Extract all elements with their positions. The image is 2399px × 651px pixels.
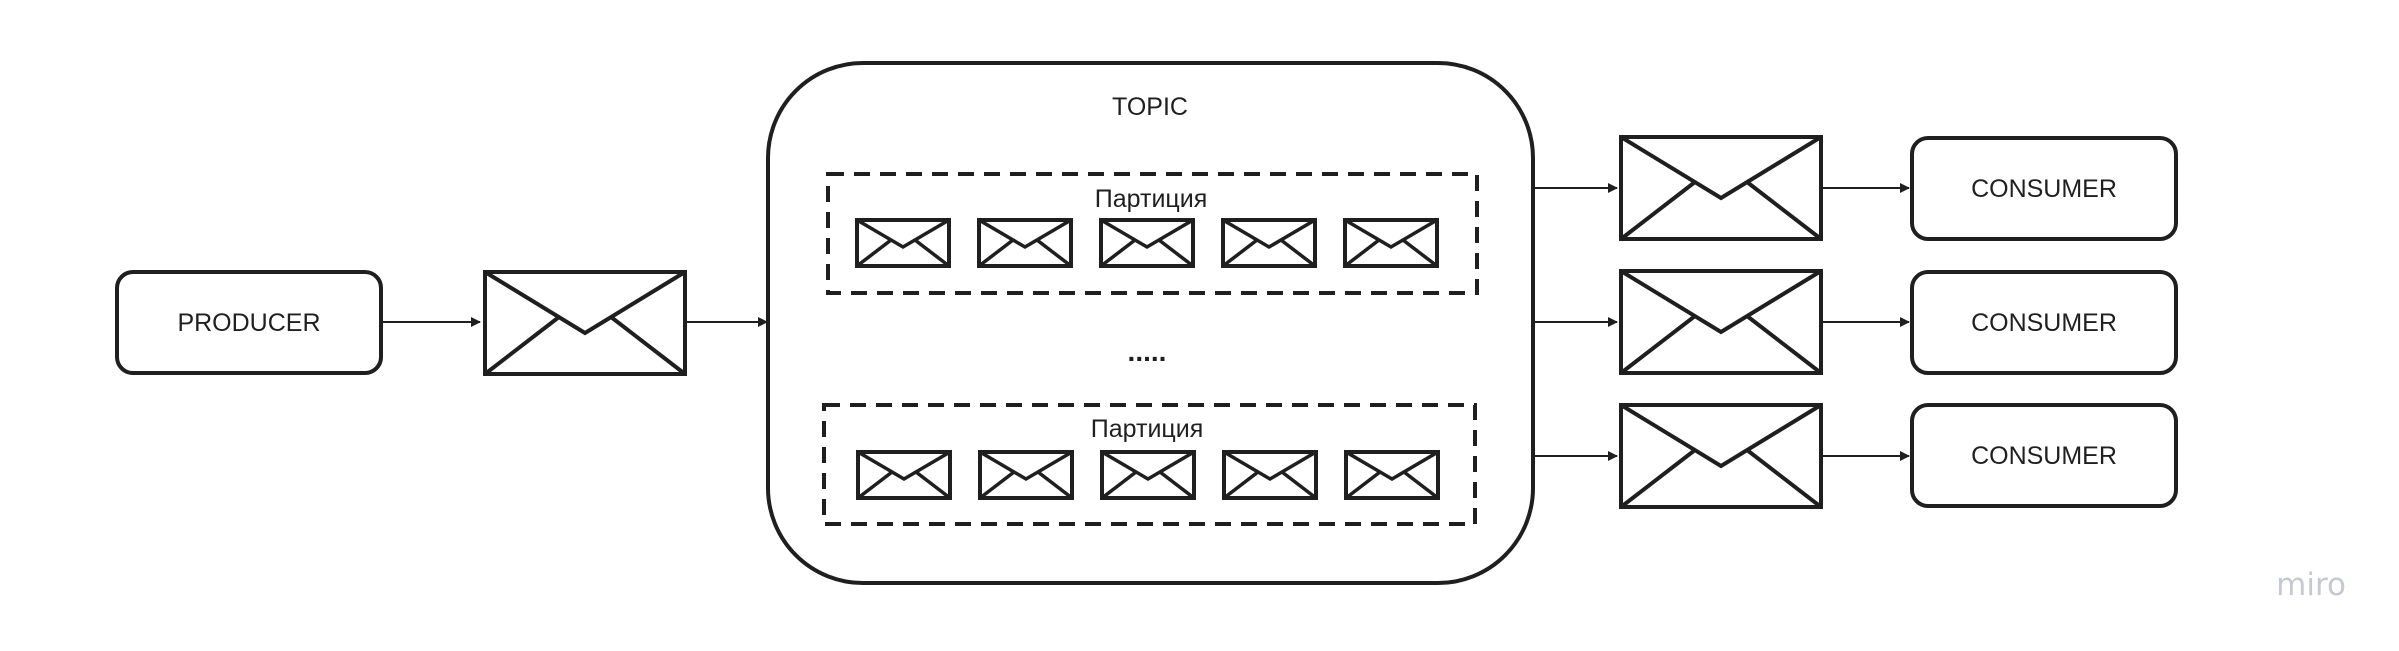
partition-1-message-icon: [1221, 218, 1317, 268]
consumer-3-label: CONSUMER: [1971, 442, 2117, 470]
consumer-1-label: CONSUMER: [1971, 175, 2117, 203]
partition-ellipsis: .....: [1128, 336, 1167, 367]
partition-1-message-icon: [1099, 218, 1195, 268]
consumer-2-box: [1910, 270, 2178, 375]
partition-1-message-icon: [977, 218, 1073, 268]
partition-1-border: [826, 172, 1479, 295]
consumer-2-label: CONSUMER: [1971, 309, 2117, 337]
miro-watermark: miro: [2276, 567, 2346, 603]
topic-node: TOPIC Партиция ..... Партиция: [766, 61, 1535, 585]
consumer-3-box: [1910, 403, 2178, 508]
partition-2-message-icon: [1222, 450, 1318, 500]
topic-box: [766, 61, 1535, 585]
partition-1-message-icon: [1343, 218, 1439, 268]
partition-2-message-icon: [978, 450, 1074, 500]
partition-1-message-icon: [855, 218, 951, 268]
consumer-row-2: CONSUMER: [1535, 269, 2178, 375]
message-envelope-icon: [1619, 135, 1823, 241]
consumer-row-3: CONSUMER: [1535, 403, 2178, 509]
producer-box: [115, 270, 383, 375]
producer-label: PRODUCER: [177, 309, 320, 337]
partition-1: Партиция: [826, 172, 1479, 295]
message-envelope-icon: [483, 270, 687, 376]
message-envelope-icon: [1619, 403, 1823, 509]
topic-label: TOPIC: [1112, 93, 1188, 121]
producer-node: PRODUCER: [115, 270, 383, 375]
partition-2: Партиция: [822, 403, 1477, 526]
partition-2-message-icon: [1100, 450, 1196, 500]
partition-2-border: [822, 403, 1477, 526]
partition-1-label: Партиция: [1095, 185, 1207, 213]
partition-2-label: Партиция: [1091, 415, 1203, 443]
consumer-row-1: CONSUMER: [1535, 135, 2178, 241]
consumer-1-box: [1910, 136, 2178, 241]
message-envelope-icon: [1619, 269, 1823, 375]
partition-2-message-icon: [1344, 450, 1440, 500]
partition-2-message-icon: [856, 450, 952, 500]
